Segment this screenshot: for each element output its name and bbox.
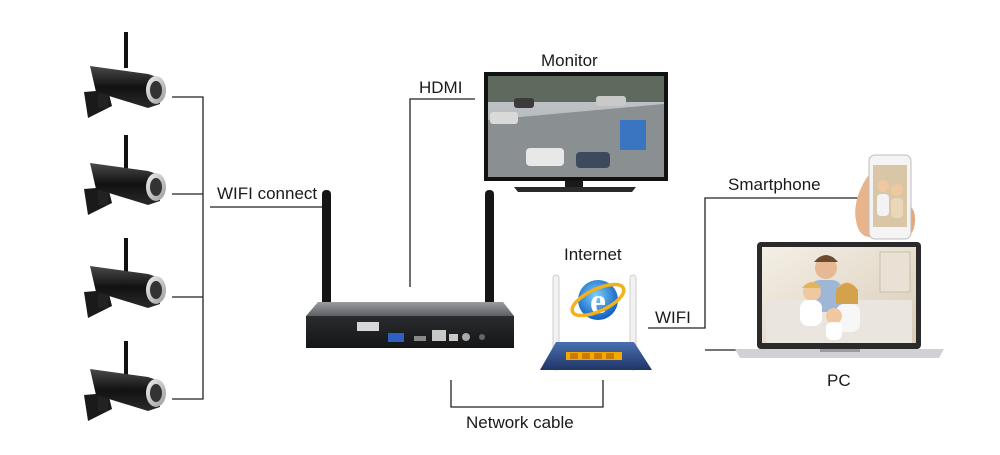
nvr-antenna-right (485, 190, 494, 330)
label-wifi: WIFI (655, 308, 691, 327)
label-internet: Internet (564, 245, 622, 264)
nvr-recorder (306, 190, 514, 348)
camera-3 (84, 238, 166, 318)
smartphone (855, 154, 916, 240)
nvr-antenna-left (322, 190, 331, 330)
label-pc: PC (827, 371, 851, 390)
camera-4 (84, 341, 166, 421)
internet-explorer-icon: e (570, 280, 626, 321)
camera-2 (84, 135, 166, 215)
monitor (484, 72, 668, 192)
connection-lines (172, 96, 858, 408)
label-network-cable: Network cable (466, 413, 574, 432)
label-wifi-connect: WIFI connect (217, 184, 318, 203)
router (540, 274, 652, 371)
label-monitor: Monitor (541, 51, 598, 70)
camera-1 (84, 32, 166, 118)
label-smartphone: Smartphone (728, 175, 821, 194)
laptop-pc (735, 242, 944, 358)
label-hdmi: HDMI (419, 78, 463, 97)
